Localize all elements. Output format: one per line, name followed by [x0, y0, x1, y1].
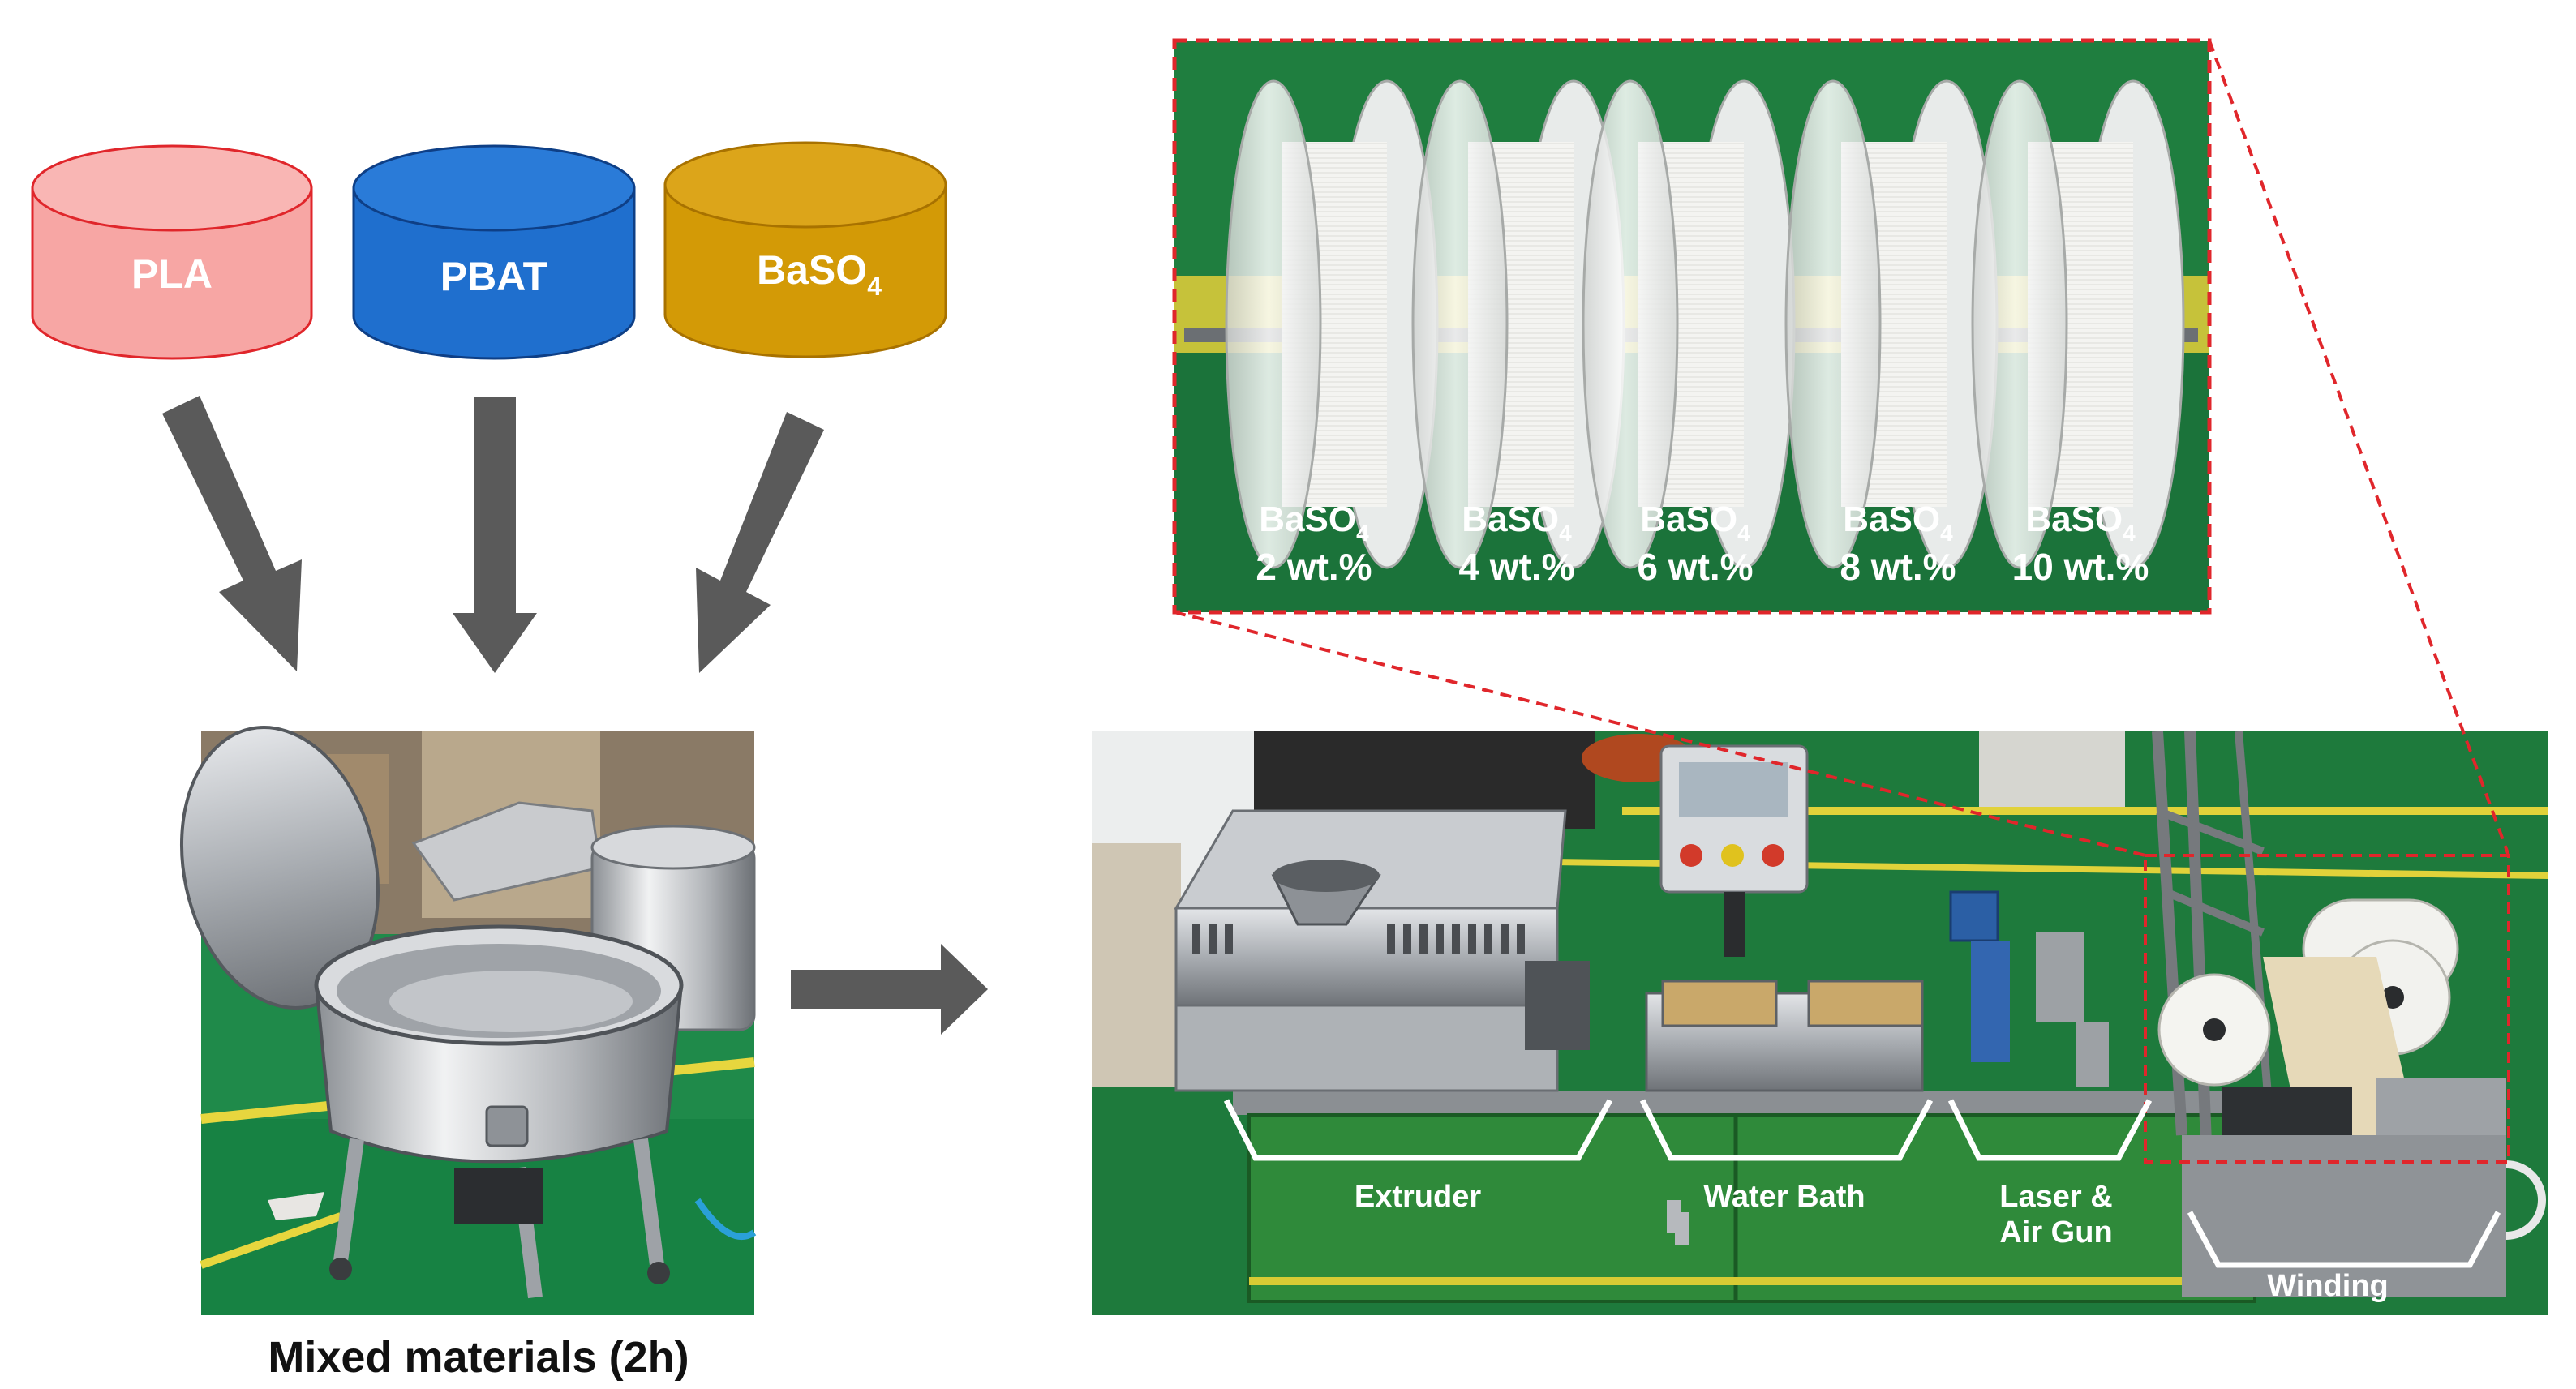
spool-label-5-content: 10 wt.%	[2012, 546, 2149, 588]
spool-5	[1971, 79, 2185, 569]
spool-label-4-content: 8 wt.%	[1840, 546, 1956, 588]
spool-label-2-material: BaSO4	[1462, 499, 1572, 546]
mixer-photo	[179, 726, 757, 1315]
zoom-inset-frame	[1172, 38, 2212, 615]
station-label-air-gun: Air Gun	[1999, 1215, 2112, 1250]
spool-label-3-material: BaSO4	[1640, 499, 1750, 546]
zoom-line-right	[2208, 40, 2510, 856]
pbat-label: PBAT	[440, 254, 547, 299]
spool-label-4-material: BaSO4	[1843, 499, 1953, 546]
station-label-laser: Laser &	[1999, 1180, 2112, 1214]
spool-3	[1582, 79, 1796, 569]
spool-label-2-content: 4 wt.%	[1458, 546, 1574, 588]
station-label-winding: Winding	[2267, 1269, 2389, 1303]
spool-1	[1225, 79, 1439, 569]
station-label-water-bath: Water Bath	[1703, 1180, 1865, 1214]
spool-label-5-material: BaSO4	[2025, 499, 2136, 546]
extrusion-line-photo	[1092, 731, 2549, 1315]
station-brackets	[1223, 1099, 2501, 1268]
pla-label: PLA	[131, 251, 213, 297]
baso4-label: BaSO4	[757, 247, 882, 301]
arrow-mixer-to-extrusion	[791, 944, 988, 1035]
pla-container: PLA	[31, 144, 313, 360]
spool-label-1-material: BaSO4	[1259, 499, 1369, 546]
spool-label-3-content: 6 wt.%	[1637, 546, 1753, 588]
winding-zoom-box	[2144, 854, 2510, 1164]
arrow-pla-to-mixer	[162, 396, 302, 671]
spool-4	[1784, 79, 1999, 569]
pbat-container: PBAT	[352, 144, 636, 360]
arrow-baso4-to-mixer	[696, 412, 824, 673]
spool-label-1-content: 2 wt.%	[1256, 546, 1372, 588]
arrow-pbat-to-mixer	[453, 397, 537, 673]
mixer-caption: Mixed materials (2h)	[268, 1333, 689, 1382]
baso4-container: BaSO4	[663, 141, 947, 358]
station-label-extruder: Extruder	[1355, 1180, 1481, 1214]
